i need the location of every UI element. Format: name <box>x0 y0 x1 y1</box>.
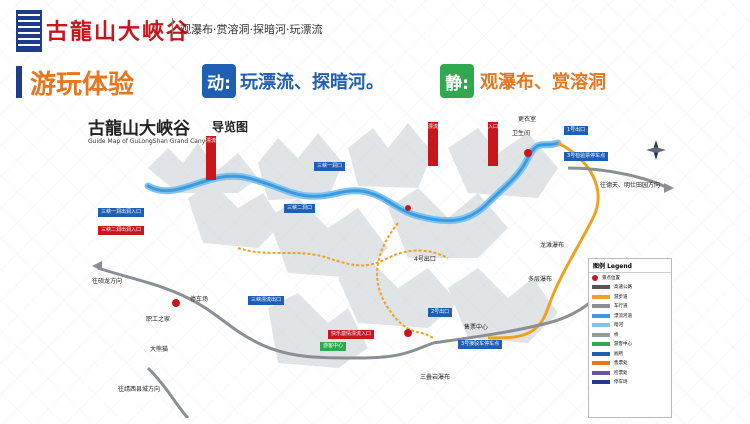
map-title-suffix: 导览图 <box>212 120 249 134</box>
road-west <box>97 266 434 360</box>
sign-exit2: 2号出口 <box>428 308 453 317</box>
static-badge: 静: <box>440 64 474 98</box>
label-parking: 停车场 <box>190 296 209 303</box>
page-header: 古龍山大峽谷 观瀑布·赏溶洞·探暗河·玩漂流 <box>0 0 750 58</box>
label-exit4: 4号出口 <box>414 256 436 263</box>
trail-3 <box>487 141 600 340</box>
arrow-east-icon <box>664 183 674 193</box>
vsign-1: 漂流 <box>428 122 438 166</box>
map-subtitle: Guide Map of GuLongShan Grand Canyon <box>88 138 213 145</box>
vsign-3: 漂流 <box>206 136 216 180</box>
legend-item: 高速公路 <box>589 283 671 293</box>
sign-visitor: 游客中心 <box>320 342 347 351</box>
brand-title: 古龍山大峽谷 <box>46 19 191 45</box>
map-legend: 图例 Legend 景点位置 高速公路 游步道 车行道 漂流河道 暗河 桥 游客… <box>588 258 672 418</box>
label-panda: 大熊猫 <box>150 346 169 353</box>
dynamic-badge: 动: <box>202 64 236 98</box>
trail-1 <box>237 247 449 267</box>
legend-item: 售票处 <box>589 359 671 369</box>
marker-exit1 <box>524 149 532 157</box>
legend-item: 暗河 <box>589 321 671 331</box>
legend-item: 游客中心 <box>589 340 671 350</box>
legend-title: 图例 Legend <box>589 259 671 273</box>
road-southwest <box>146 366 190 418</box>
dynamic-activities: 玩漂流、探暗河。 <box>240 72 384 93</box>
header-divider <box>172 18 173 38</box>
sign-gorge2-out: 三峡一洞出洞入口 <box>98 208 145 217</box>
sign-gorge2: 三峡二洞口 <box>284 204 316 213</box>
sign-shuttle3: 3号检验票停车点 <box>564 152 609 161</box>
logo-icon <box>16 10 42 52</box>
label-staff-home: 职工之家 <box>146 316 171 323</box>
legend-item: 景点位置 <box>589 273 671 283</box>
marker-cave <box>405 205 411 211</box>
river-core <box>146 141 560 223</box>
sign-gorge1: 三峡一洞口 <box>314 162 346 171</box>
marker-parking <box>172 299 180 307</box>
map-title: 古龍山大峽谷 <box>88 119 190 139</box>
legend-item: 车行道 <box>589 302 671 312</box>
label-longtan: 龙滩瀑布 <box>540 242 565 249</box>
label-to-shuolong: 往硕龙方向 <box>92 278 123 285</box>
arrow-west-icon <box>92 261 102 271</box>
label-to-detian: 往德天、明仕田园方向 <box>600 182 661 189</box>
legend-item: 检票处 <box>589 368 671 378</box>
sign-exit1: 1号出口 <box>564 126 589 135</box>
guide-map: 古龍山大峽谷 导览图 Guide Map of GuLongShan Grand… <box>88 108 674 418</box>
label-multi-falls: 多层瀑布 <box>528 276 553 283</box>
vsign-2: 入口 <box>488 122 498 166</box>
legend-item: 桥 <box>589 330 671 340</box>
sign-shuttle: 3号接驳车停车点 <box>458 340 503 349</box>
trail-2 <box>376 222 434 339</box>
label-ticket: 售票中心 <box>464 324 489 331</box>
sign-gorge2-in: 三峡二洞出洞入口 <box>98 226 145 235</box>
road-east <box>567 166 669 190</box>
legend-item: 停车场 <box>589 378 671 388</box>
sign-rafting: 快乐激情漂流入口 <box>328 330 375 339</box>
sign-gorge-exit: 三峡漂流出口 <box>248 296 285 305</box>
static-activities: 观瀑布、赏溶洞 <box>480 72 606 93</box>
label-locker: 更衣室 <box>518 116 537 123</box>
mountains <box>148 123 558 368</box>
marker-ticket <box>404 329 412 337</box>
brand-tagline: 观瀑布·赏溶洞·探暗河·玩漂流 <box>180 23 323 36</box>
compass-icon <box>646 140 666 160</box>
label-sandie-falls: 三叠岩瀑布 <box>420 374 451 381</box>
label-wc1: 卫生间 <box>512 130 531 137</box>
legend-item: 漂流河道 <box>589 311 671 321</box>
section-marker <box>16 66 22 98</box>
legend-item: 游步道 <box>589 292 671 302</box>
map-canvas <box>92 123 674 418</box>
label-to-jingxi: 往靖西县城方向 <box>118 386 161 393</box>
legend-item: 厕所 <box>589 349 671 359</box>
section-title: 游玩体验 <box>30 70 135 100</box>
